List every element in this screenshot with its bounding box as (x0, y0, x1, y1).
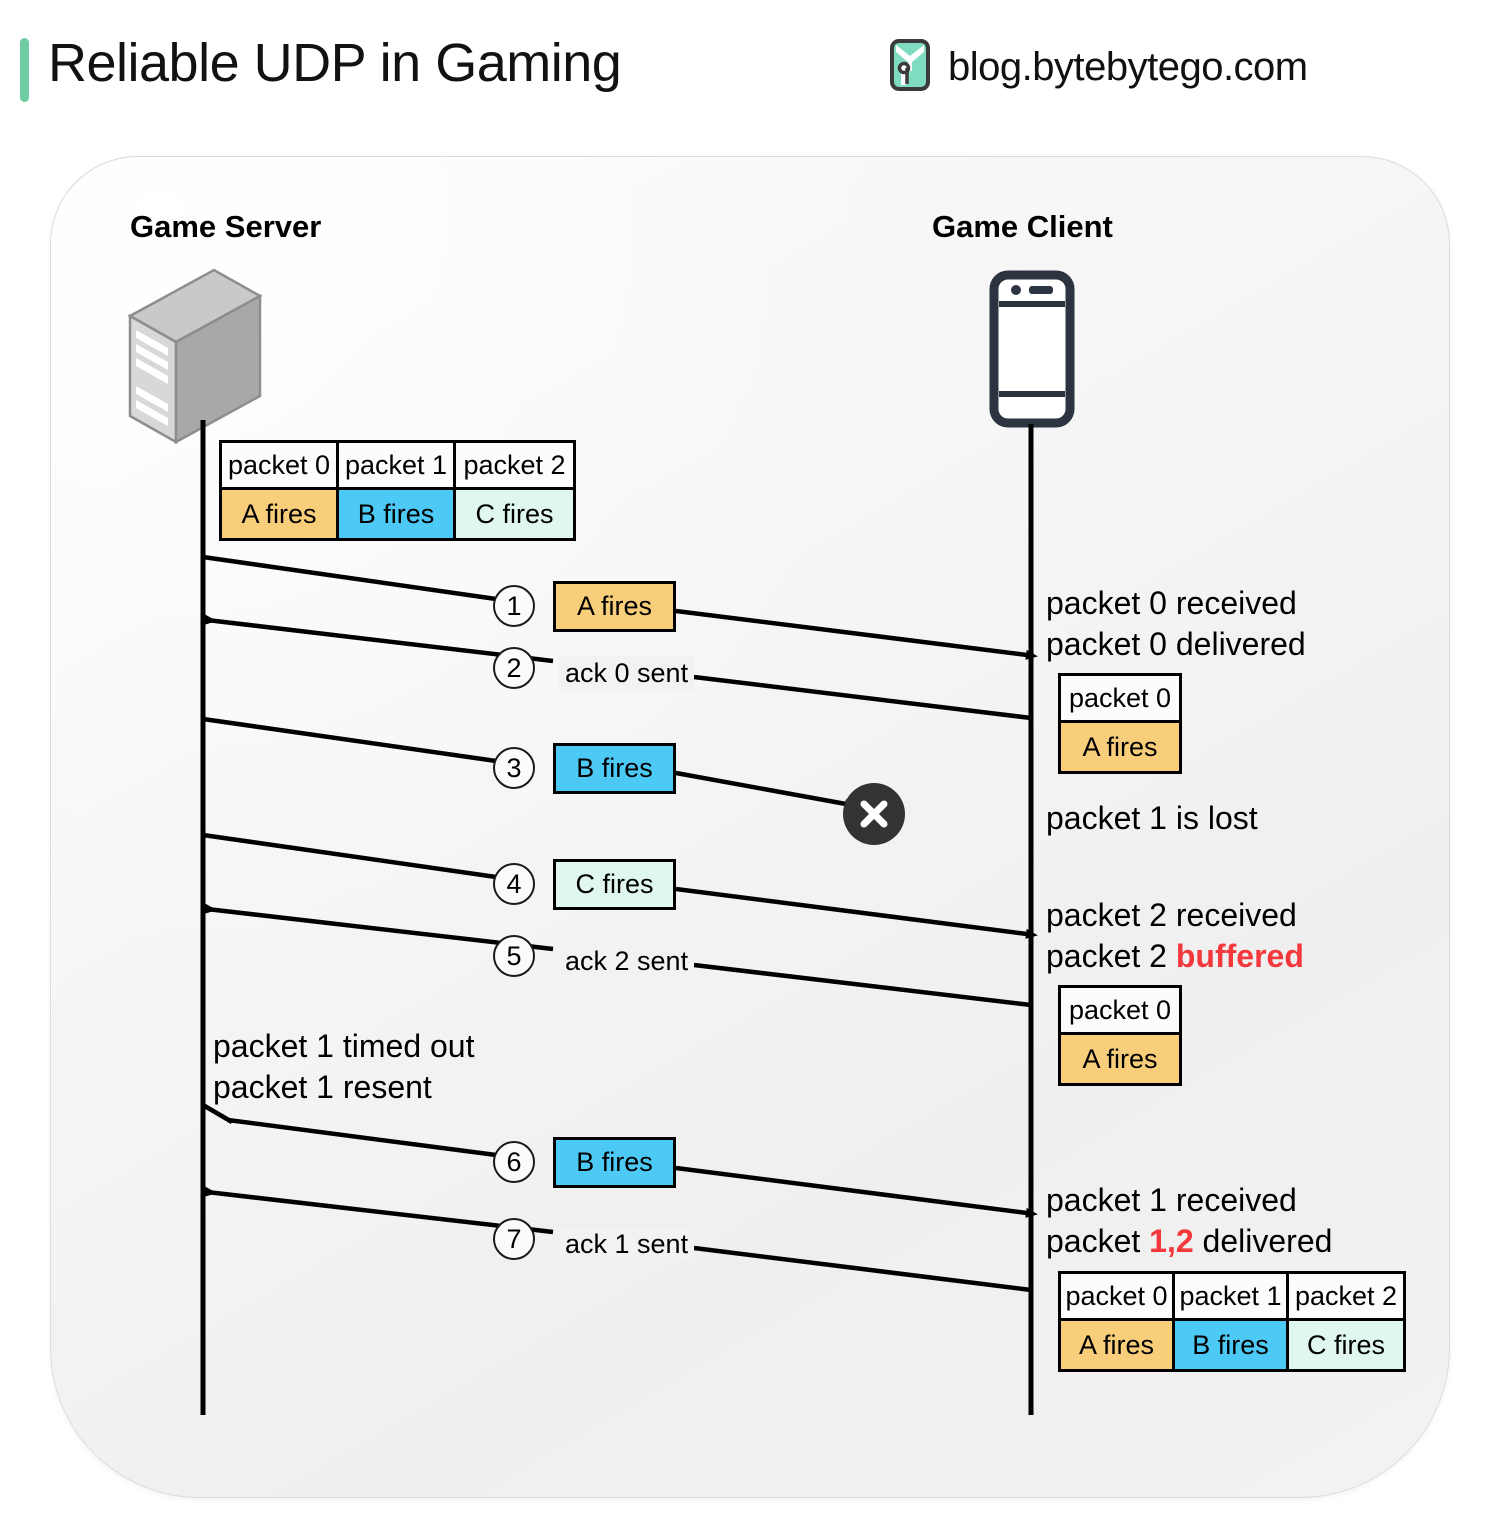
table-header-cell: packet 2 (456, 443, 573, 487)
packet-loss-x-icon (843, 783, 905, 845)
table-value-cell: B fires (339, 490, 456, 538)
lane-title-server: Game Server (130, 209, 322, 244)
table-value-cell: A fires (1061, 1035, 1179, 1083)
table-row: packet 0 (1061, 676, 1179, 720)
table-header-cell: packet 2 (1289, 1274, 1403, 1318)
server-note-line-1: packet 1 timed out (213, 1028, 475, 1064)
client-note-packet1-received: packet 1 received packet 1,2 delivered (1046, 1180, 1332, 1262)
server-icon (122, 268, 266, 446)
page-title: Reliable UDP in Gaming (48, 33, 622, 93)
client-note-packet1-lost: packet 1 is lost (1046, 798, 1258, 839)
client-note-prefix: packet (1046, 1223, 1150, 1259)
client-buffer-table-2: packet 0 A fires (1058, 985, 1182, 1086)
bytebytego-logo-icon (888, 38, 932, 97)
table-row: packet 0 packet 1 packet 2 (1061, 1274, 1403, 1318)
message-box-b-fires-1: B fires (553, 743, 676, 794)
step-badge-1: 1 (493, 585, 535, 627)
client-note-packet0: packet 0 received packet 0 delivered (1046, 583, 1306, 665)
step-badge-4: 4 (493, 863, 535, 905)
table-value-cell: B fires (1175, 1321, 1289, 1369)
client-note-line-1: packet 1 is lost (1046, 800, 1258, 836)
message-box-a-fires-1: A fires (553, 581, 676, 632)
lane-title-client: Game Client (932, 209, 1113, 244)
message-label-ack-2-sent: ack 2 sent (559, 944, 695, 979)
step-badge-7: 7 (493, 1218, 535, 1260)
table-row: packet 0 (1061, 988, 1179, 1032)
step-badge-5: 5 (493, 935, 535, 977)
brand-label: blog.bytebytego.com (948, 45, 1308, 89)
title-accent-bar (20, 38, 29, 102)
status-badge-buffered: buffered (1175, 938, 1304, 974)
client-note-line-1: packet 0 received (1046, 585, 1297, 621)
client-note-line-2: packet 1,2 delivered (1046, 1221, 1332, 1262)
table-row: A fires B fires C fires (222, 487, 573, 538)
table-header-cell: packet 0 (1061, 1274, 1175, 1318)
client-note-suffix: delivered (1193, 1223, 1333, 1259)
table-header-cell: packet 0 (1061, 988, 1179, 1032)
table-row: packet 0 packet 1 packet 2 (222, 443, 573, 487)
table-header-cell: packet 1 (1175, 1274, 1289, 1318)
table-row: A fires (1061, 1032, 1179, 1083)
step-badge-6: 6 (493, 1141, 535, 1183)
server-buffer-table: packet 0 packet 1 packet 2 A fires B fir… (219, 440, 576, 541)
client-note-line-2: packet 2 buffered (1046, 936, 1304, 977)
table-value-cell: A fires (1061, 1321, 1175, 1369)
client-note-line-2: packet 0 delivered (1046, 626, 1306, 662)
server-note-line-2: packet 1 resent (213, 1069, 432, 1105)
table-value-cell: A fires (222, 490, 339, 538)
status-badge-delivered-ids: 1,2 (1149, 1223, 1194, 1259)
client-note-prefix: packet 2 (1046, 938, 1176, 974)
server-note-timeout: packet 1 timed out packet 1 resent (213, 1026, 474, 1108)
phone-icon (988, 270, 1076, 428)
table-value-cell: A fires (1061, 723, 1179, 771)
client-note-line-1: packet 2 received (1046, 897, 1297, 933)
message-box-c-fires: C fires (553, 859, 676, 910)
message-label-ack-0-sent: ack 0 sent (559, 656, 695, 691)
table-row: A fires (1061, 720, 1179, 771)
brand: blog.bytebytego.com (888, 38, 1308, 97)
step-badge-3: 3 (493, 747, 535, 789)
client-note-packet2: packet 2 received packet 2 buffered (1046, 895, 1304, 977)
table-value-cell: C fires (456, 490, 573, 538)
message-box-b-fires-2: B fires (553, 1137, 676, 1188)
client-note-line-1: packet 1 received (1046, 1182, 1297, 1218)
message-label-ack-1-sent: ack 1 sent (559, 1227, 695, 1262)
table-header-cell: packet 1 (339, 443, 456, 487)
table-value-cell: C fires (1289, 1321, 1403, 1369)
step-badge-2: 2 (493, 647, 535, 689)
client-buffer-table-1: packet 0 A fires (1058, 673, 1182, 774)
table-header-cell: packet 0 (222, 443, 339, 487)
table-header-cell: packet 0 (1061, 676, 1179, 720)
client-buffer-table-3: packet 0 packet 1 packet 2 A fires B fir… (1058, 1271, 1406, 1372)
table-row: A fires B fires C fires (1061, 1318, 1403, 1369)
